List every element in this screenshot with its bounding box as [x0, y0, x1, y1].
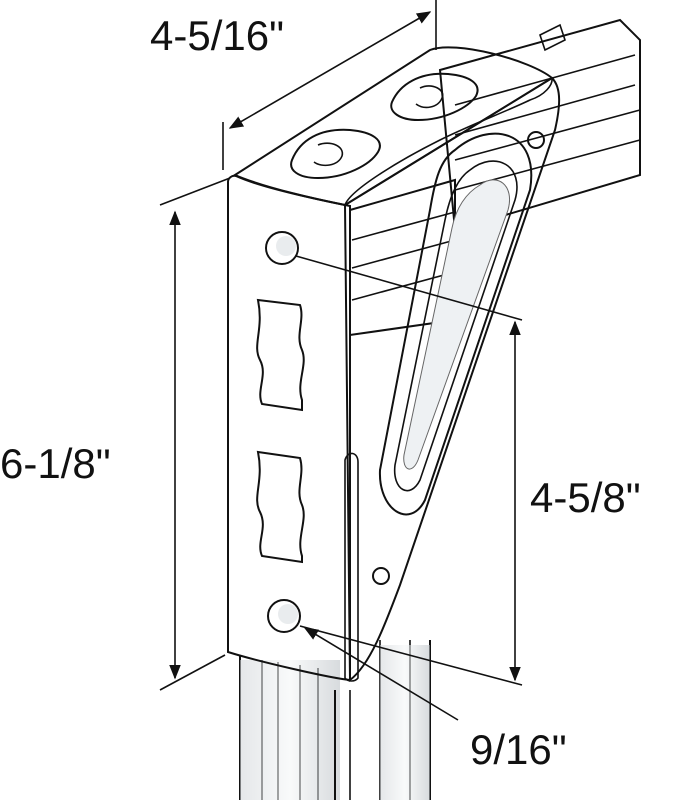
front-slot-upper [256, 298, 305, 412]
strut-channel-horizontal [349, 18, 641, 337]
dimension-hole-spacing: 4-5/8" [295, 255, 641, 686]
strut-channel-vertical [239, 640, 431, 800]
dimension-hole-diameter: 9/16" [303, 627, 567, 773]
top-slot-1 [290, 128, 381, 180]
dimension-height: 6-1/8" [0, 177, 231, 691]
dimension-hole-spacing-label: 4-5/8" [530, 474, 641, 521]
dimension-height-label: 6-1/8" [0, 440, 111, 487]
gusset-hole-top [527, 131, 545, 149]
front-slot-lower [256, 450, 305, 564]
gusset-rib [378, 132, 533, 516]
top-slot-2 [390, 72, 479, 122]
dimension-hole-diameter-label: 9/16" [470, 726, 567, 773]
bracket-front-plate [227, 174, 351, 682]
bracket-top-plate [232, 46, 554, 207]
hole-bottom [267, 599, 301, 633]
dimension-width-label: 4-5/16" [150, 12, 284, 59]
bracket-gusset [343, 76, 561, 682]
gusset-hole-bottom [372, 567, 390, 585]
hole-top [265, 231, 299, 265]
dimension-width: 4-5/16" [150, 0, 437, 170]
